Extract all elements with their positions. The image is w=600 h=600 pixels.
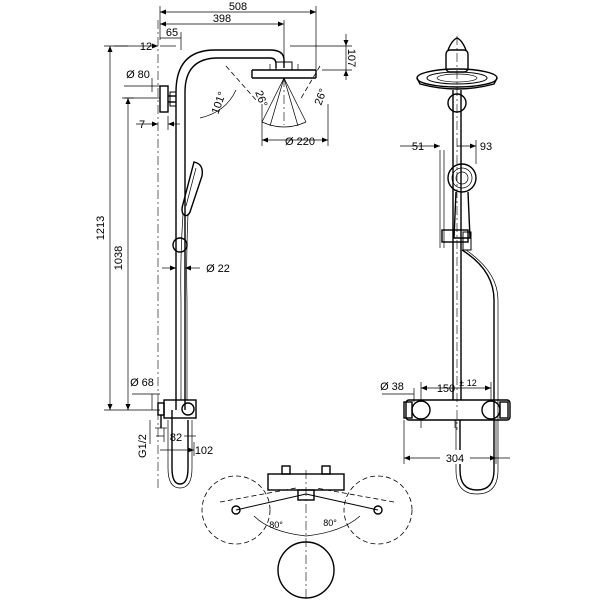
- dim-bracket-diameter-label: Ø 80: [126, 69, 150, 81]
- hand-shower: [180, 161, 204, 400]
- dim-centers-tolerance-label: ± 12: [459, 378, 476, 388]
- hose-loop: [171, 410, 189, 485]
- dim-508-label: 508: [229, 1, 247, 13]
- thermostat-mixer-side: [155, 399, 197, 429]
- tilt-range-lines: [225, 65, 321, 128]
- dim-102-label: 102: [195, 445, 213, 457]
- side-view: 508 398 65 12 107 Ø 80 7: [95, 1, 357, 490]
- arm-angle-arc: [199, 89, 237, 119]
- dim-93-label: 93: [480, 141, 492, 153]
- dim-82-label: 82: [170, 432, 182, 444]
- dim-398-label: 398: [213, 13, 231, 25]
- dim-12-label: 12: [140, 41, 152, 53]
- swing-circle-right: [343, 475, 413, 545]
- dim-tilt-right-label: 26°: [313, 87, 330, 107]
- dim-1213-label: 1213: [95, 216, 107, 240]
- slider-knob: [172, 237, 188, 253]
- shower-arm-outer: [175, 49, 285, 93]
- dim-65-label: 65: [166, 27, 178, 39]
- front-hose-outer: [455, 249, 499, 495]
- dim-centers-label: 150: [437, 383, 455, 395]
- swing-circle-left: [201, 475, 271, 545]
- front-shower-head: [416, 37, 498, 90]
- hose-loop-outer: [167, 420, 193, 489]
- dim-51-label: 51: [412, 141, 424, 153]
- dim-pipe-diameter-label: Ø 22: [206, 263, 230, 275]
- shower-arm-inner: [184, 57, 277, 93]
- dim-tilt-left-label: 26°: [252, 89, 269, 109]
- dim-angle-right-label: 80°: [323, 518, 337, 528]
- dim-1038-label: 1038: [113, 246, 125, 270]
- front-hose: [459, 249, 495, 491]
- dim-101-label: 101°: [210, 90, 229, 115]
- dim-valve-diameter-label: Ø 38: [380, 381, 404, 393]
- dim-head-diameter-label: Ø 220: [285, 136, 315, 148]
- dim-7-label: 7: [139, 119, 145, 131]
- angle-arc-right: [305, 515, 361, 537]
- dim-107-label: 107: [345, 49, 357, 67]
- angle-arc-left: [253, 515, 307, 537]
- dim-rosette-diameter-label: Ø 68: [130, 377, 154, 389]
- front-view: 51 93 Ø 38 150 ± 12 304: [380, 36, 511, 495]
- wall-bracket-top: [159, 85, 177, 113]
- dim-angle-left-label: 80°: [269, 520, 283, 530]
- dim-connection-label: G1/2: [137, 434, 149, 458]
- front-hand-shower: [441, 163, 477, 251]
- dim-304-label: 304: [446, 453, 464, 465]
- top-view: 80° 80°: [201, 465, 413, 600]
- mixer-top: [267, 465, 345, 501]
